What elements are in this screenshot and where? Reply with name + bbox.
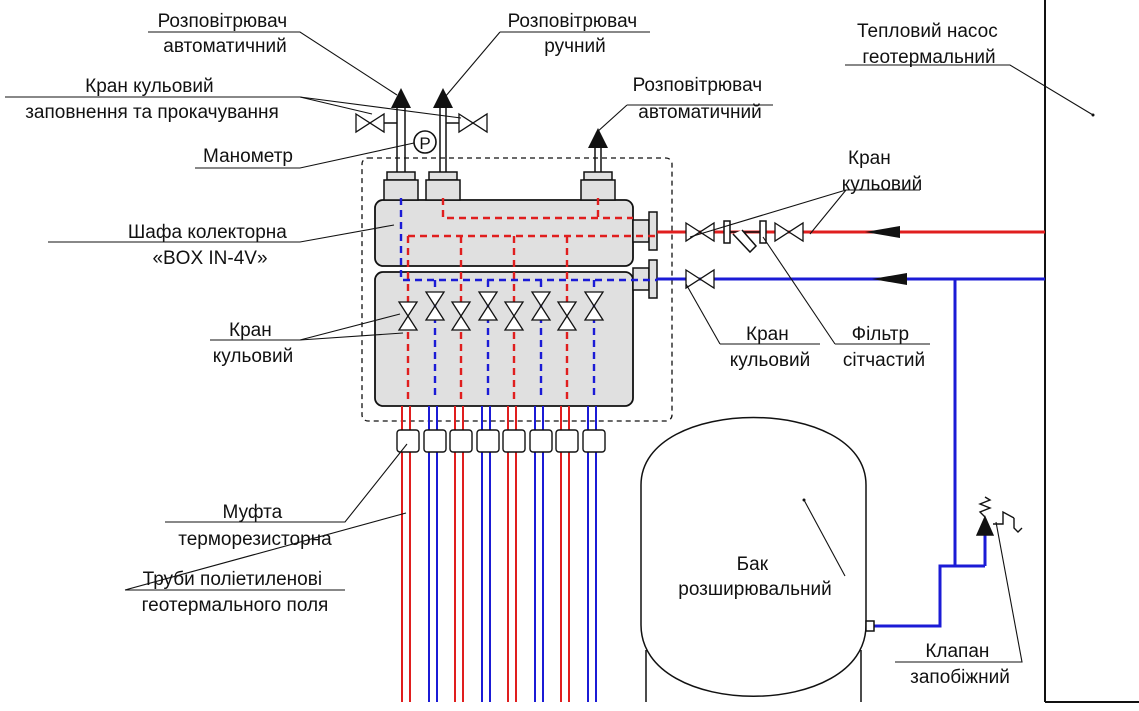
supply-line [657,226,1045,238]
thermoresistor-couplings [396,429,606,453]
manometer-symbol: P [419,134,430,153]
external-ball-valve-supply-2 [774,222,804,242]
strainer-filter [723,220,767,254]
label-air-vent-auto-1: Розповітрювач автоматичний [158,11,293,57]
label-heat-pump: Тепловий насос геотермальний [857,21,1003,68]
label-safety-valve: Клапан запобіжний [910,641,1010,688]
manometer-gauge: P [413,130,437,154]
label-filter: Фільтр сітчастий [843,324,925,371]
internal-return-lines [399,198,657,400]
expansion-tank [640,416,875,702]
label-ball-valve-left: Кран кульовий [213,320,293,367]
leader-lines [5,31,1094,663]
label-ball-valve-right-bottom: Кран кульовий [730,324,810,371]
label-manometer: Манометр [203,146,293,167]
cabinet-dashed-boundary [361,157,673,422]
label-air-vent-auto-2: Розповітрювач автоматичний [633,75,768,123]
internal-supply-lines [406,198,657,400]
external-ball-valve-return [685,269,715,289]
label-coupling: Муфта терморезисторна [178,502,332,550]
label-ball-valve-fill: Кран кульовий заповнення та прокачування [25,76,279,123]
label-tank: Бак розширювальний [678,554,831,600]
label-cabinet: Шафа колекторна «BOX IN-4V» [128,222,292,269]
air-vent-markers [391,88,608,148]
heat-pump-box [1044,0,1139,703]
side-flanges [632,211,658,299]
label-ball-valve-right-top: Кран кульовий [842,148,922,195]
label-pipes: Труби поліетиленові геотермального поля [142,569,329,616]
label-air-vent-manual: Розповітрювач ручний [508,11,643,57]
ground-loop-pipes [401,406,597,702]
top-fittings [383,171,616,201]
safety-valve-symbol [975,496,1023,536]
fill-ball-valve-right [458,113,488,133]
return-line [657,273,1045,628]
supply-manifold-body [374,199,634,267]
external-ball-valve-supply-1 [685,222,715,242]
fill-ball-valve-left [355,113,385,133]
